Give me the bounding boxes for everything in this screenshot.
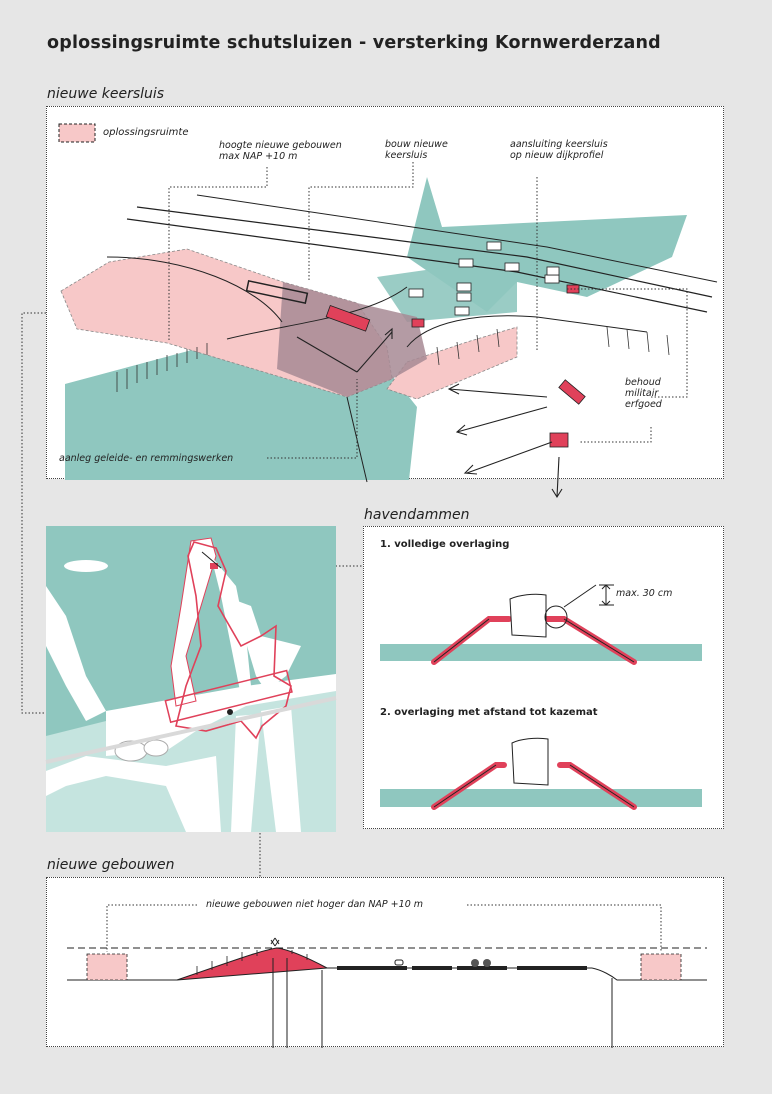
heritage-bunker-2: [549, 432, 569, 448]
havendammen-panel: 1. volledige overlaging max. 30 cm 2. ov…: [363, 526, 724, 829]
option-2-label: 2. overlaging met afstand tot kazemat: [380, 707, 598, 718]
new-sluice-block: [325, 305, 371, 332]
map-drawing: [45, 537, 337, 832]
solution-space-right: [386, 326, 518, 400]
havendammen-sections: [380, 584, 702, 810]
casemate-1: [509, 593, 547, 638]
solution-space-outline: [175, 541, 292, 740]
havendammen-map: [45, 526, 337, 832]
section-label-gebouwen: nieuwe gebouwen: [47, 857, 175, 873]
annotation-heritage: behoud militair erfgoed: [625, 377, 662, 410]
option-1-label: 1. volledige overlaging: [380, 539, 510, 550]
page-title: oplossingsruimte schutsluizen - versterk…: [47, 33, 661, 53]
section-label-havendammen: havendammen: [364, 507, 470, 523]
casemate-2: [511, 737, 549, 786]
annotation-connection: aansluiting keersluis op nieuw dijkprofi…: [510, 139, 608, 161]
option-1-note: max. 30 cm: [616, 588, 673, 599]
solution-space-overlap: [277, 282, 427, 397]
building-zone-left: [86, 953, 128, 981]
legend-swatch: [58, 123, 96, 143]
annotation-works: aanleg geleide- en remmingswerken: [59, 453, 234, 464]
detail-circle: [544, 605, 568, 629]
keersluis-panel: oplossingsruimte hoogte nieuwe gebouwen …: [46, 106, 724, 499]
heritage-bunker-1: [558, 379, 586, 405]
keersluis-isometric-drawing: [58, 123, 718, 499]
annotation-build: bouw nieuwe keersluis: [385, 139, 448, 161]
water-channel: [377, 257, 517, 322]
section-label-keersluis: nieuwe keersluis: [47, 86, 165, 102]
dike-profile: [176, 947, 328, 981]
gebouwen-section-drawing: [67, 904, 707, 1048]
legend-label: oplossingsruimte: [103, 127, 189, 138]
annotation-height: hoogte nieuwe gebouwen max NAP +10 m: [219, 140, 342, 162]
gebouwen-note: nieuwe gebouwen niet hoger dan NAP +10 m: [202, 899, 428, 910]
gebouwen-panel: nieuwe gebouwen niet hoger dan NAP +10 m: [46, 877, 724, 1048]
building-zone-right: [640, 953, 682, 981]
